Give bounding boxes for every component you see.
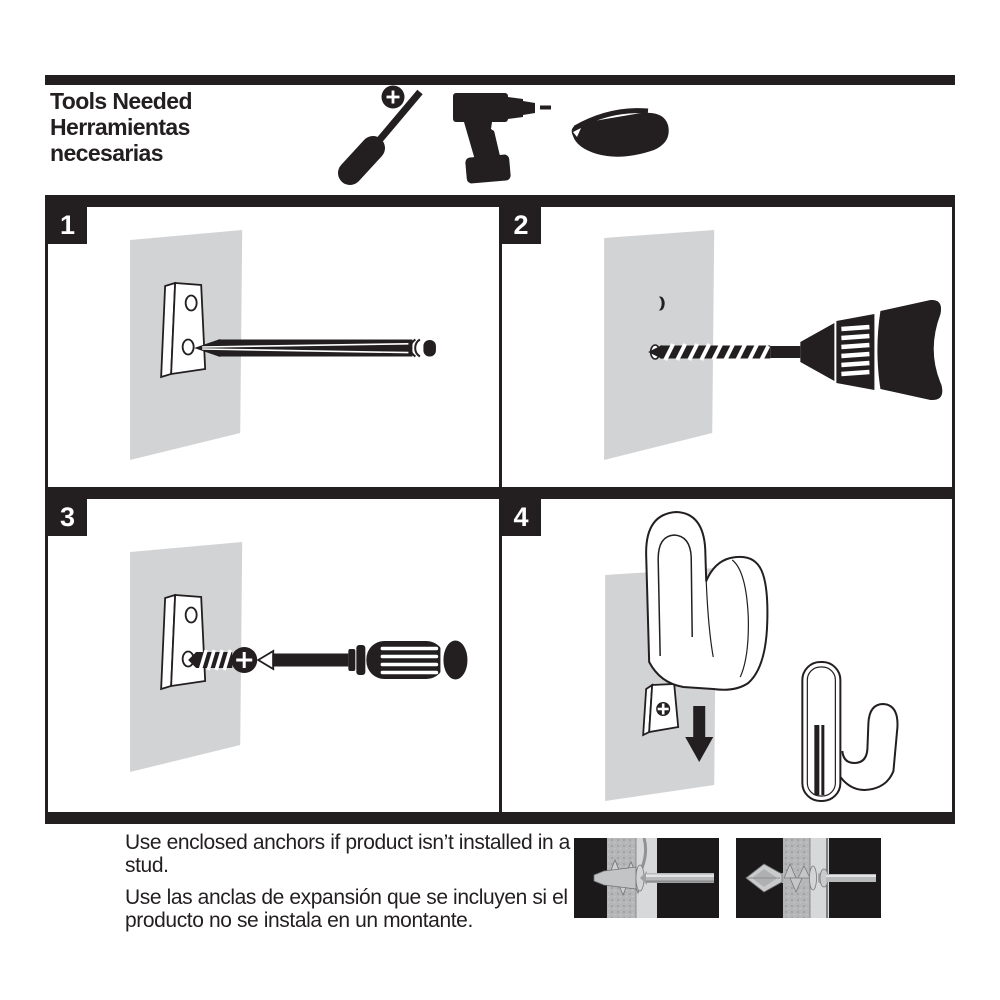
step-3-illustration-screwdriving xyxy=(130,542,468,772)
heading-line-en: Tools Needed xyxy=(50,88,193,114)
anchor-note-es: Use las anclas de expansión que se inclu… xyxy=(125,886,568,932)
step-4-number-badge: 4 xyxy=(501,499,541,536)
mounting-bracket xyxy=(641,683,679,737)
steps-row-1: 1 xyxy=(45,207,955,487)
mounting-bracket xyxy=(160,593,207,691)
tool-icons-strip xyxy=(338,85,669,185)
expanded-anchor xyxy=(745,862,876,894)
grid-middle-rule xyxy=(45,487,955,499)
step-2-illustration-drilling xyxy=(603,230,942,460)
drywall-anchor-expanded-figure xyxy=(736,838,881,918)
grid-top-rule xyxy=(45,195,955,207)
step-1-panel: 1 xyxy=(48,207,499,487)
step-2-panel: 2 xyxy=(501,207,952,487)
screwdriver-icon xyxy=(256,640,468,680)
step-2-number-badge: 2 xyxy=(501,207,541,244)
drill-icon xyxy=(647,299,942,401)
screw-icon xyxy=(188,647,258,673)
step-4-illustration-hook-mounting xyxy=(604,511,898,802)
step-1-number-badge: 1 xyxy=(48,207,87,244)
step-1-illustration-pencil-marking xyxy=(130,230,436,460)
grid-vertical-divider xyxy=(498,499,502,812)
step-4-panel: 4 xyxy=(501,499,952,812)
drywall-anchor-insertion-figure xyxy=(574,838,719,918)
anchor-note-en: Use enclosed anchors if product isn’t in… xyxy=(125,831,570,877)
grid-vertical-divider xyxy=(498,207,502,487)
anchor-note: Use enclosed anchors if product isn’t in… xyxy=(125,831,587,941)
tools-needed-heading: Tools Needed Herramientas necesarias xyxy=(50,88,193,166)
wall-panel xyxy=(603,230,714,460)
step-3-number-badge: 3 xyxy=(48,499,87,536)
pencil-icon xyxy=(194,338,436,358)
safety-glasses-icon xyxy=(571,108,669,157)
heading-line-es-1: Herramientas xyxy=(50,114,190,140)
marked-hole xyxy=(653,296,665,311)
hook-front-view xyxy=(644,511,768,691)
self-drilling-anchor xyxy=(593,858,714,897)
header-top-rule xyxy=(45,75,955,85)
step-3-panel: 3 xyxy=(48,499,499,812)
power-drill-icon xyxy=(453,93,551,184)
down-arrow-icon xyxy=(684,706,713,762)
hook-side-view xyxy=(800,661,898,802)
mounting-bracket xyxy=(160,281,207,379)
grid-bottom-rule xyxy=(45,812,955,824)
phillips-screwdriver-icon xyxy=(338,85,423,185)
steps-row-2: 3 xyxy=(45,499,955,812)
heading-line-es-2: necesarias xyxy=(50,140,164,166)
